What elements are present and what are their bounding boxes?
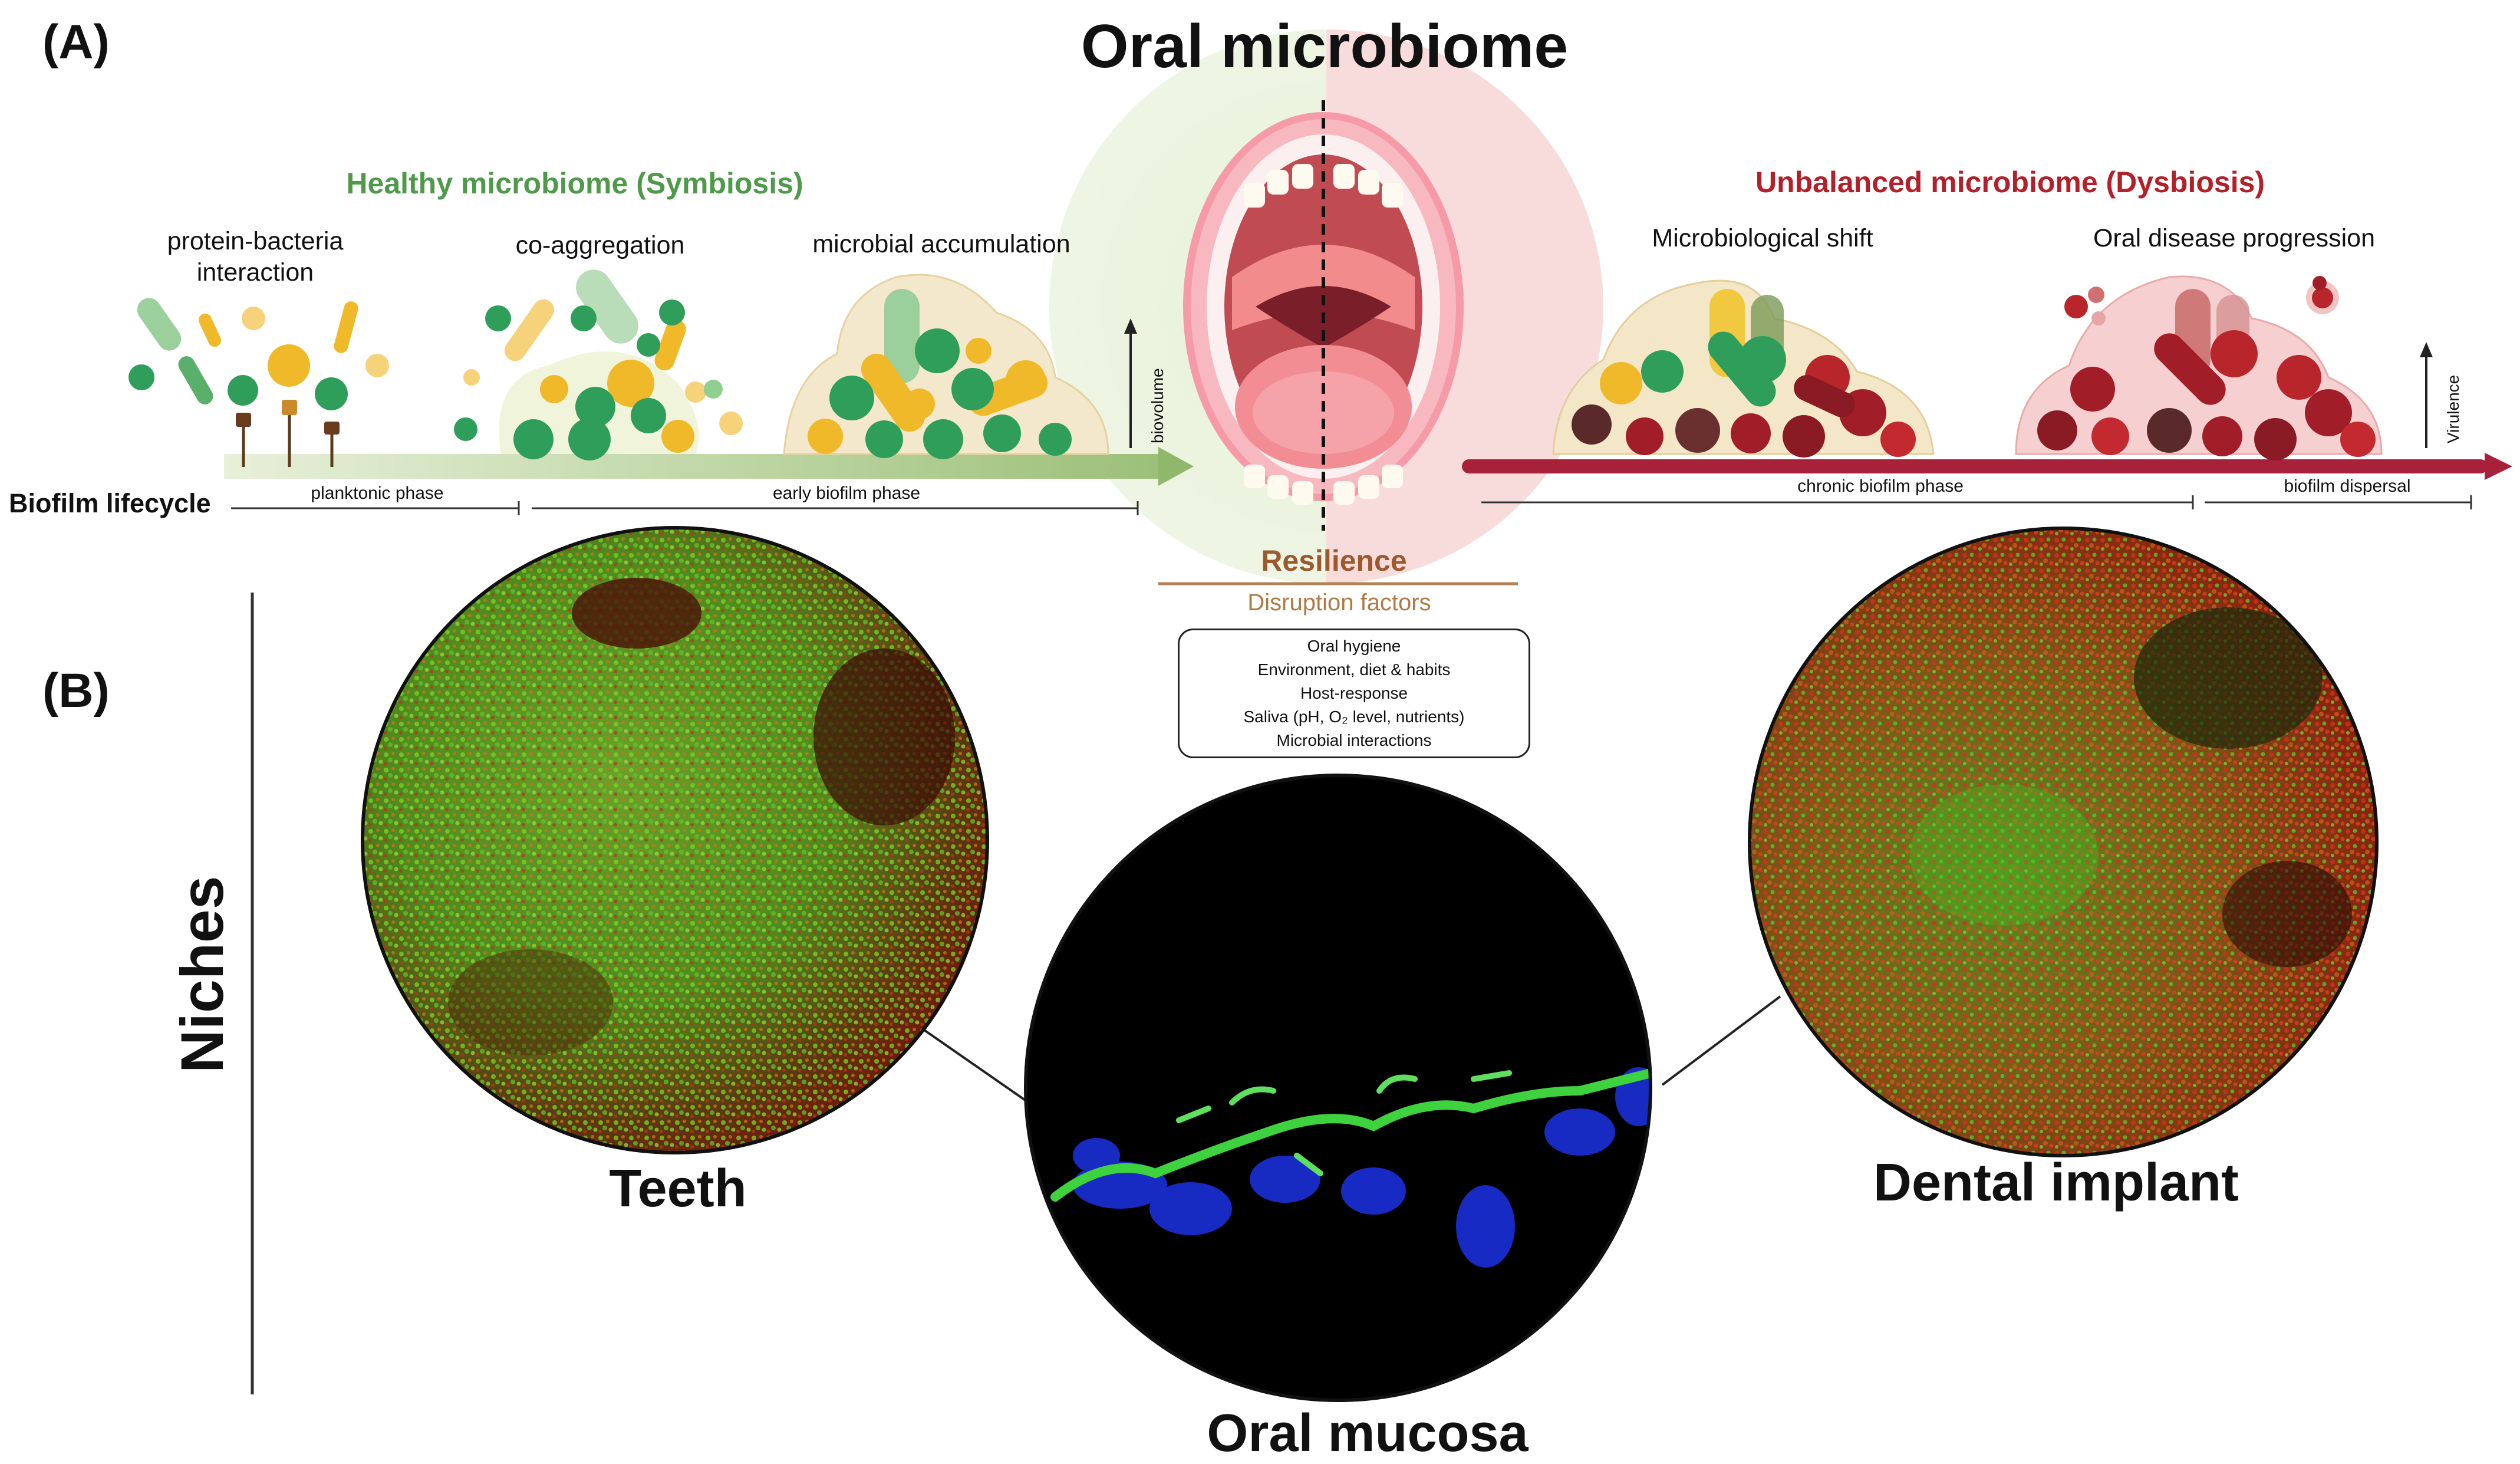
stage-coaggregation: co-aggregation (515, 231, 685, 259)
mouth-illustration (1183, 100, 1464, 531)
axis-biovolume: biovolume (1148, 368, 1167, 443)
factor-item: Oral hygiene (1307, 637, 1401, 655)
healthy-title: Healthy microbiome (Symbiosis) (346, 167, 803, 200)
implant-micrograph (1750, 528, 2377, 1156)
healthy-arrow-body (224, 454, 1161, 479)
stage-protein-bacteria: protein-bacteria (167, 227, 344, 255)
teeth-micrograph (363, 528, 987, 1153)
page-title: Oral microbiome (1081, 12, 1569, 81)
resilience-label: Resilience (1261, 544, 1407, 577)
niche-teeth-label: Teeth (609, 1159, 747, 1218)
planktonic-bacteria (129, 298, 389, 467)
stage-progression: Oral disease progression (2093, 224, 2376, 252)
phase-planktonic: planktonic phase (311, 483, 444, 503)
stage-interaction: interaction (196, 258, 314, 287)
disruption-title: Disruption factors (1247, 590, 1431, 616)
niche-implant-label: Dental implant (1873, 1153, 2239, 1212)
mucosa-micrograph (1026, 775, 1651, 1400)
niches-title: Niches (169, 876, 236, 1074)
coaggregation-bacteria (454, 269, 743, 460)
panel-a-label: (A) (42, 15, 110, 69)
stage-shift: Microbiological shift (1652, 224, 1873, 252)
dysbiosis-arrow-head (2485, 453, 2512, 480)
progression-bacteria (2015, 275, 2383, 460)
panel-b-label: (B) (42, 664, 110, 718)
accumulation-bacteria (783, 274, 1109, 459)
shift-bacteria (1552, 279, 1935, 458)
axis-virulence: Virulence (2444, 374, 2462, 443)
unbalanced-title: Unbalanced microbiome (Dysbiosis) (1755, 166, 2265, 199)
factor-item: Microbial interactions (1276, 731, 1432, 749)
phase-lines (231, 495, 2472, 515)
phase-dispersal: biofilm dispersal (2284, 476, 2411, 496)
lifecycle-label: Biofilm lifecycle (9, 488, 211, 518)
dysbiosis-arrow-body (1462, 459, 2488, 473)
factor-item: Host-response (1300, 684, 1408, 702)
factor-item: Environment, diet & habits (1257, 660, 1451, 679)
phase-early: early biofilm phase (772, 483, 921, 503)
stage-accumulation: microbial accumulation (812, 230, 1070, 258)
factor-item: Saliva (pH, O₂ level, nutrients) (1243, 708, 1465, 726)
niche-mucosa-label: Oral mucosa (1207, 1404, 1529, 1463)
healthy-arrow-head (1158, 447, 1194, 486)
disruption-factors-box: Oral hygiene Environment, diet & habits … (1178, 629, 1530, 758)
phase-chronic: chronic biofilm phase (1797, 476, 1964, 496)
